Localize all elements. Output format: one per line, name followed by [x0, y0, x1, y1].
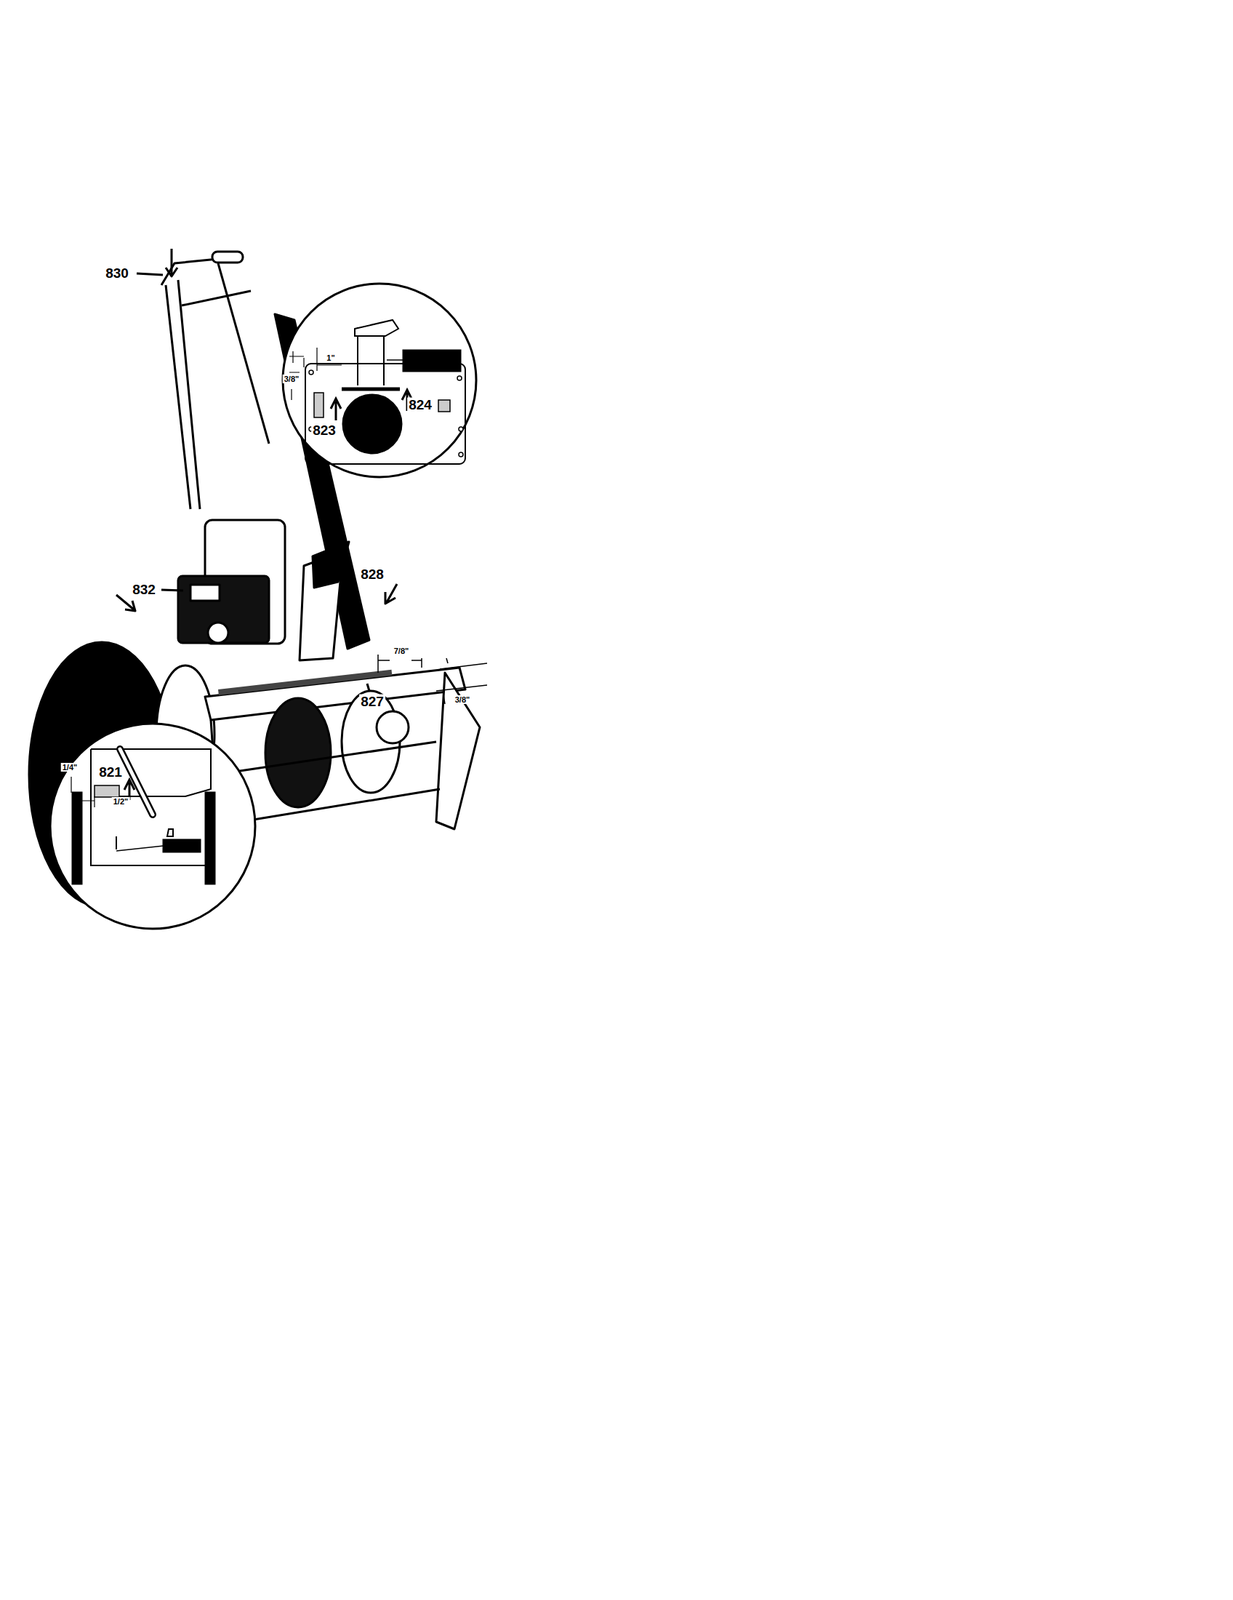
leader-line: [386, 359, 404, 361]
callout-number: 821: [97, 764, 124, 781]
callout-number: 823: [311, 423, 338, 439]
leader-line: [367, 683, 370, 691]
callout-number: 828: [359, 567, 386, 583]
handle-grip: [212, 251, 243, 263]
chute-flange: [341, 387, 400, 392]
chute-spout: [354, 319, 399, 336]
dimension-label: 1/4": [61, 762, 80, 772]
auger-shaft: [239, 741, 437, 771]
decal-821: [94, 785, 120, 797]
decal-823: [314, 392, 324, 418]
pull-start: [207, 622, 229, 643]
callout-number: 830: [103, 266, 131, 282]
dimension-label: 3/8": [453, 695, 472, 704]
callout-number: 824: [407, 397, 434, 413]
detail-circle: [50, 723, 256, 929]
dimension-label: 1": [324, 353, 336, 363]
decal-824: [438, 399, 451, 412]
hole: [308, 370, 314, 375]
chute-deflector: [312, 541, 349, 588]
dimension-line: [71, 776, 95, 807]
warning-decal: [403, 350, 461, 371]
housing-side: [436, 672, 480, 829]
side-bar: [72, 792, 82, 884]
handle-post: [165, 284, 191, 509]
leader-line: [161, 589, 184, 591]
callout-number: 832: [130, 582, 158, 598]
callout-number: 827: [359, 694, 386, 710]
control-panel: [181, 290, 251, 306]
housing-top: [205, 667, 466, 720]
dash-panel: [90, 748, 211, 797]
dash-panel: [90, 748, 211, 866]
handle-post: [218, 263, 269, 444]
dimension-label: 3/8": [282, 374, 301, 384]
warning-decal: [163, 839, 200, 852]
dimension-line: [436, 657, 488, 704]
pointer-arrow: [385, 583, 397, 604]
hole: [458, 426, 464, 432]
panel-marks: [116, 828, 174, 850]
detail-circle: [282, 283, 477, 477]
housing-panel: [305, 363, 466, 464]
pointer-arrow: [165, 248, 178, 277]
side-bar: [205, 792, 215, 884]
handle-post: [178, 279, 200, 509]
engine-cap: [190, 584, 220, 601]
auger: [265, 697, 331, 807]
dimension-line: [378, 654, 422, 673]
hole: [457, 375, 462, 381]
leader-line: [116, 845, 164, 851]
engine: [178, 575, 269, 643]
dimension-label: 1/2": [111, 796, 131, 806]
dimension-label: 7/8": [392, 646, 411, 656]
leader-line: [136, 273, 163, 275]
pointer-arrow: [330, 398, 341, 421]
hole: [458, 452, 464, 457]
impeller: [376, 711, 409, 743]
auger-opening: [343, 394, 402, 453]
leader-line: [341, 573, 355, 576]
